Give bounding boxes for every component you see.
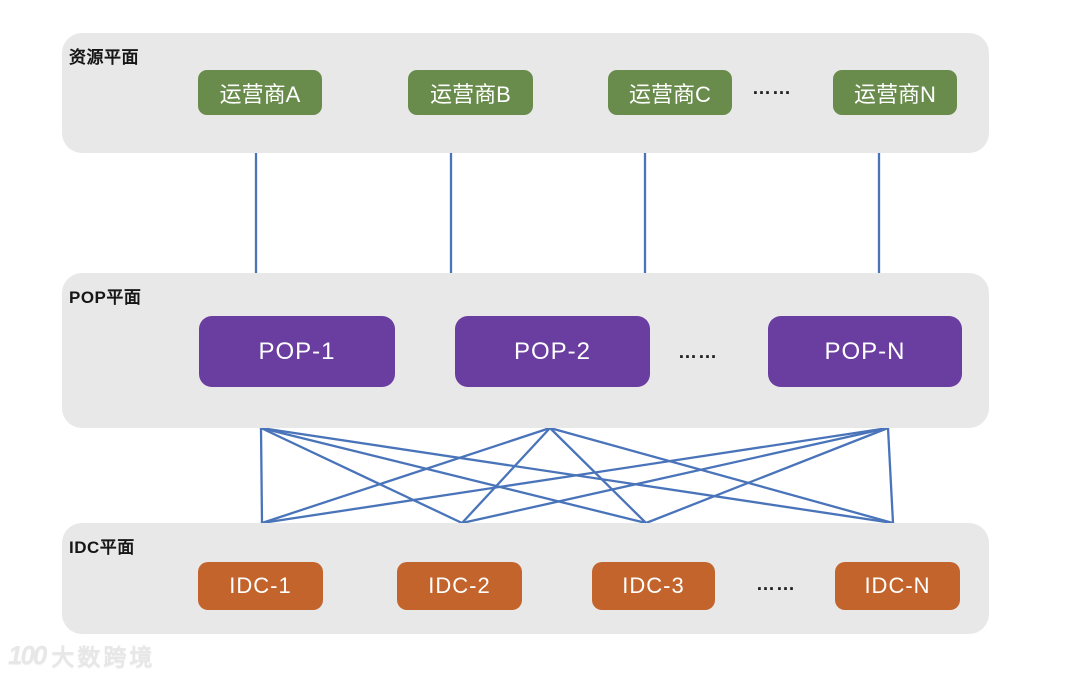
pop-2-node: POP-2 (455, 316, 650, 387)
resource-plane-ellipsis: …… (752, 78, 792, 99)
resource-plane-label: 资源平面 (69, 48, 139, 67)
pop-plane-ellipsis: …… (678, 342, 718, 363)
pop-n-node: POP-N (768, 316, 962, 387)
idc-plane-ellipsis: …… (756, 574, 796, 595)
operator-b-node: 运营商B (408, 70, 533, 115)
idc-2-node: IDC-2 (397, 562, 522, 610)
idc-1-node: IDC-1 (198, 562, 323, 610)
operator-n-node: 运营商N (833, 70, 957, 115)
idc-plane-label: IDC平面 (69, 538, 135, 557)
brand-logo-icon: 100 (8, 639, 47, 670)
pop-plane-label: POP平面 (69, 288, 142, 307)
idc-3-node: IDC-3 (592, 562, 715, 610)
operator-a-node: 运营商A (198, 70, 322, 115)
pop-1-node: POP-1 (199, 316, 395, 387)
idc-n-node: IDC-N (835, 562, 960, 610)
watermark: 100 大数跨境 (8, 638, 155, 672)
operator-c-node: 运营商C (608, 70, 732, 115)
watermark-text: 大数跨境 (51, 644, 156, 670)
